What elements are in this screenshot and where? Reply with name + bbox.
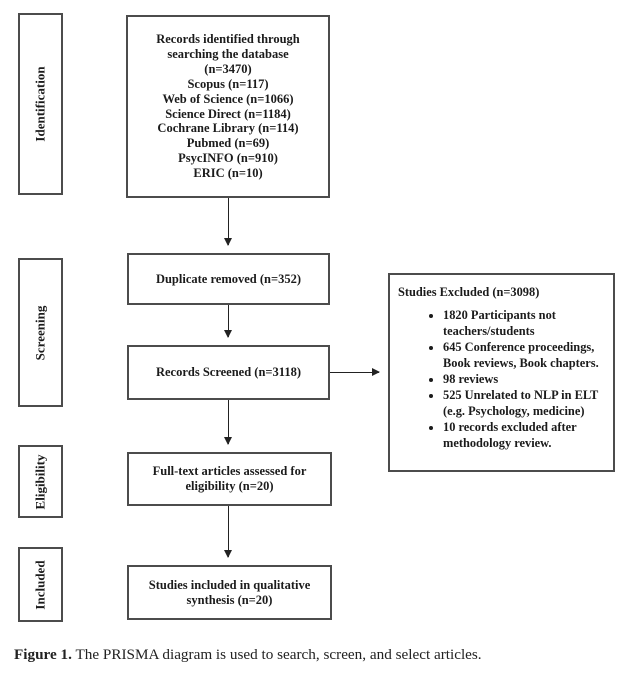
records-identified-line: Science Direct (n=1184) (165, 106, 291, 121)
excluded-reason-item: 645 Conference proceedings, Book reviews… (443, 339, 607, 371)
arrow-screened-to-fulltext (224, 400, 232, 445)
stage-label-eligibility: Eligibility (32, 454, 48, 509)
studies-included-text: Studies included in qualitative synthesi… (148, 577, 311, 607)
excluded-reason-item: 98 reviews (443, 371, 607, 387)
records-identified-line: Scopus (n=117) (187, 76, 269, 91)
excluded-reason-item: 10 records excluded after methodology re… (443, 419, 607, 451)
arrow-duplicate-to-screened (224, 305, 232, 338)
studies-excluded-title: Studies Excluded (n=3098) (398, 285, 540, 299)
records-screened-box: Records Screened (n=3118) (127, 345, 330, 400)
records-identified-line: Records identified through (156, 31, 300, 46)
stage-box-identification: Identification (18, 13, 63, 195)
records-identified-line: Web of Science (n=1066) (162, 91, 294, 106)
figure-caption: Figure 1. The PRISMA diagram is used to … (14, 645, 620, 665)
stage-label-screening: Screening (32, 305, 48, 360)
figure-caption-text: The PRISMA diagram is used to search, sc… (71, 646, 482, 663)
records-identified-line: ERIC (n=10) (193, 166, 263, 181)
stage-box-eligibility: Eligibility (18, 445, 63, 518)
fulltext-assessed-box: Full-text articles assessed for eligibil… (127, 452, 332, 506)
stage-box-included: Included (18, 547, 63, 622)
records-identified-line: Cochrane Library (n=114) (157, 121, 299, 136)
records-identified-line: PsycINFO (n=910) (178, 151, 278, 166)
excluded-reason-item: 525 Unrelated to NLP in ELT (e.g. Psycho… (443, 387, 607, 419)
arrow-screened-to-excluded (330, 368, 380, 376)
studies-excluded-box: Studies Excluded (n=3098) 1820 Participa… (388, 273, 615, 472)
records-identified-line: searching the database (167, 46, 289, 61)
studies-included-box: Studies included in qualitative synthesi… (127, 565, 332, 620)
duplicate-removed-text: Duplicate removed (n=352) (155, 271, 302, 286)
records-identified-box: Records identified through searching the… (126, 15, 330, 198)
figure-caption-label: Figure 1. (14, 646, 72, 663)
stage-label-identification: Identification (32, 66, 48, 142)
arrow-fulltext-to-included (224, 506, 232, 558)
studies-excluded-list: 1820 Participants not teachers/students … (398, 307, 607, 451)
stage-box-screening: Screening (18, 258, 63, 407)
arrow-identified-to-duplicate (224, 198, 232, 246)
excluded-reason-item: 1820 Participants not teachers/students (443, 307, 607, 339)
records-identified-line: Pubmed (n=69) (186, 136, 270, 151)
stage-label-included: Included (32, 559, 48, 610)
records-identified-line: (n=3470) (204, 61, 252, 76)
records-screened-text: Records Screened (n=3118) (155, 365, 302, 379)
fulltext-assessed-text: Full-text articles assessed for eligibil… (152, 464, 307, 493)
duplicate-removed-box: Duplicate removed (n=352) (127, 253, 330, 305)
